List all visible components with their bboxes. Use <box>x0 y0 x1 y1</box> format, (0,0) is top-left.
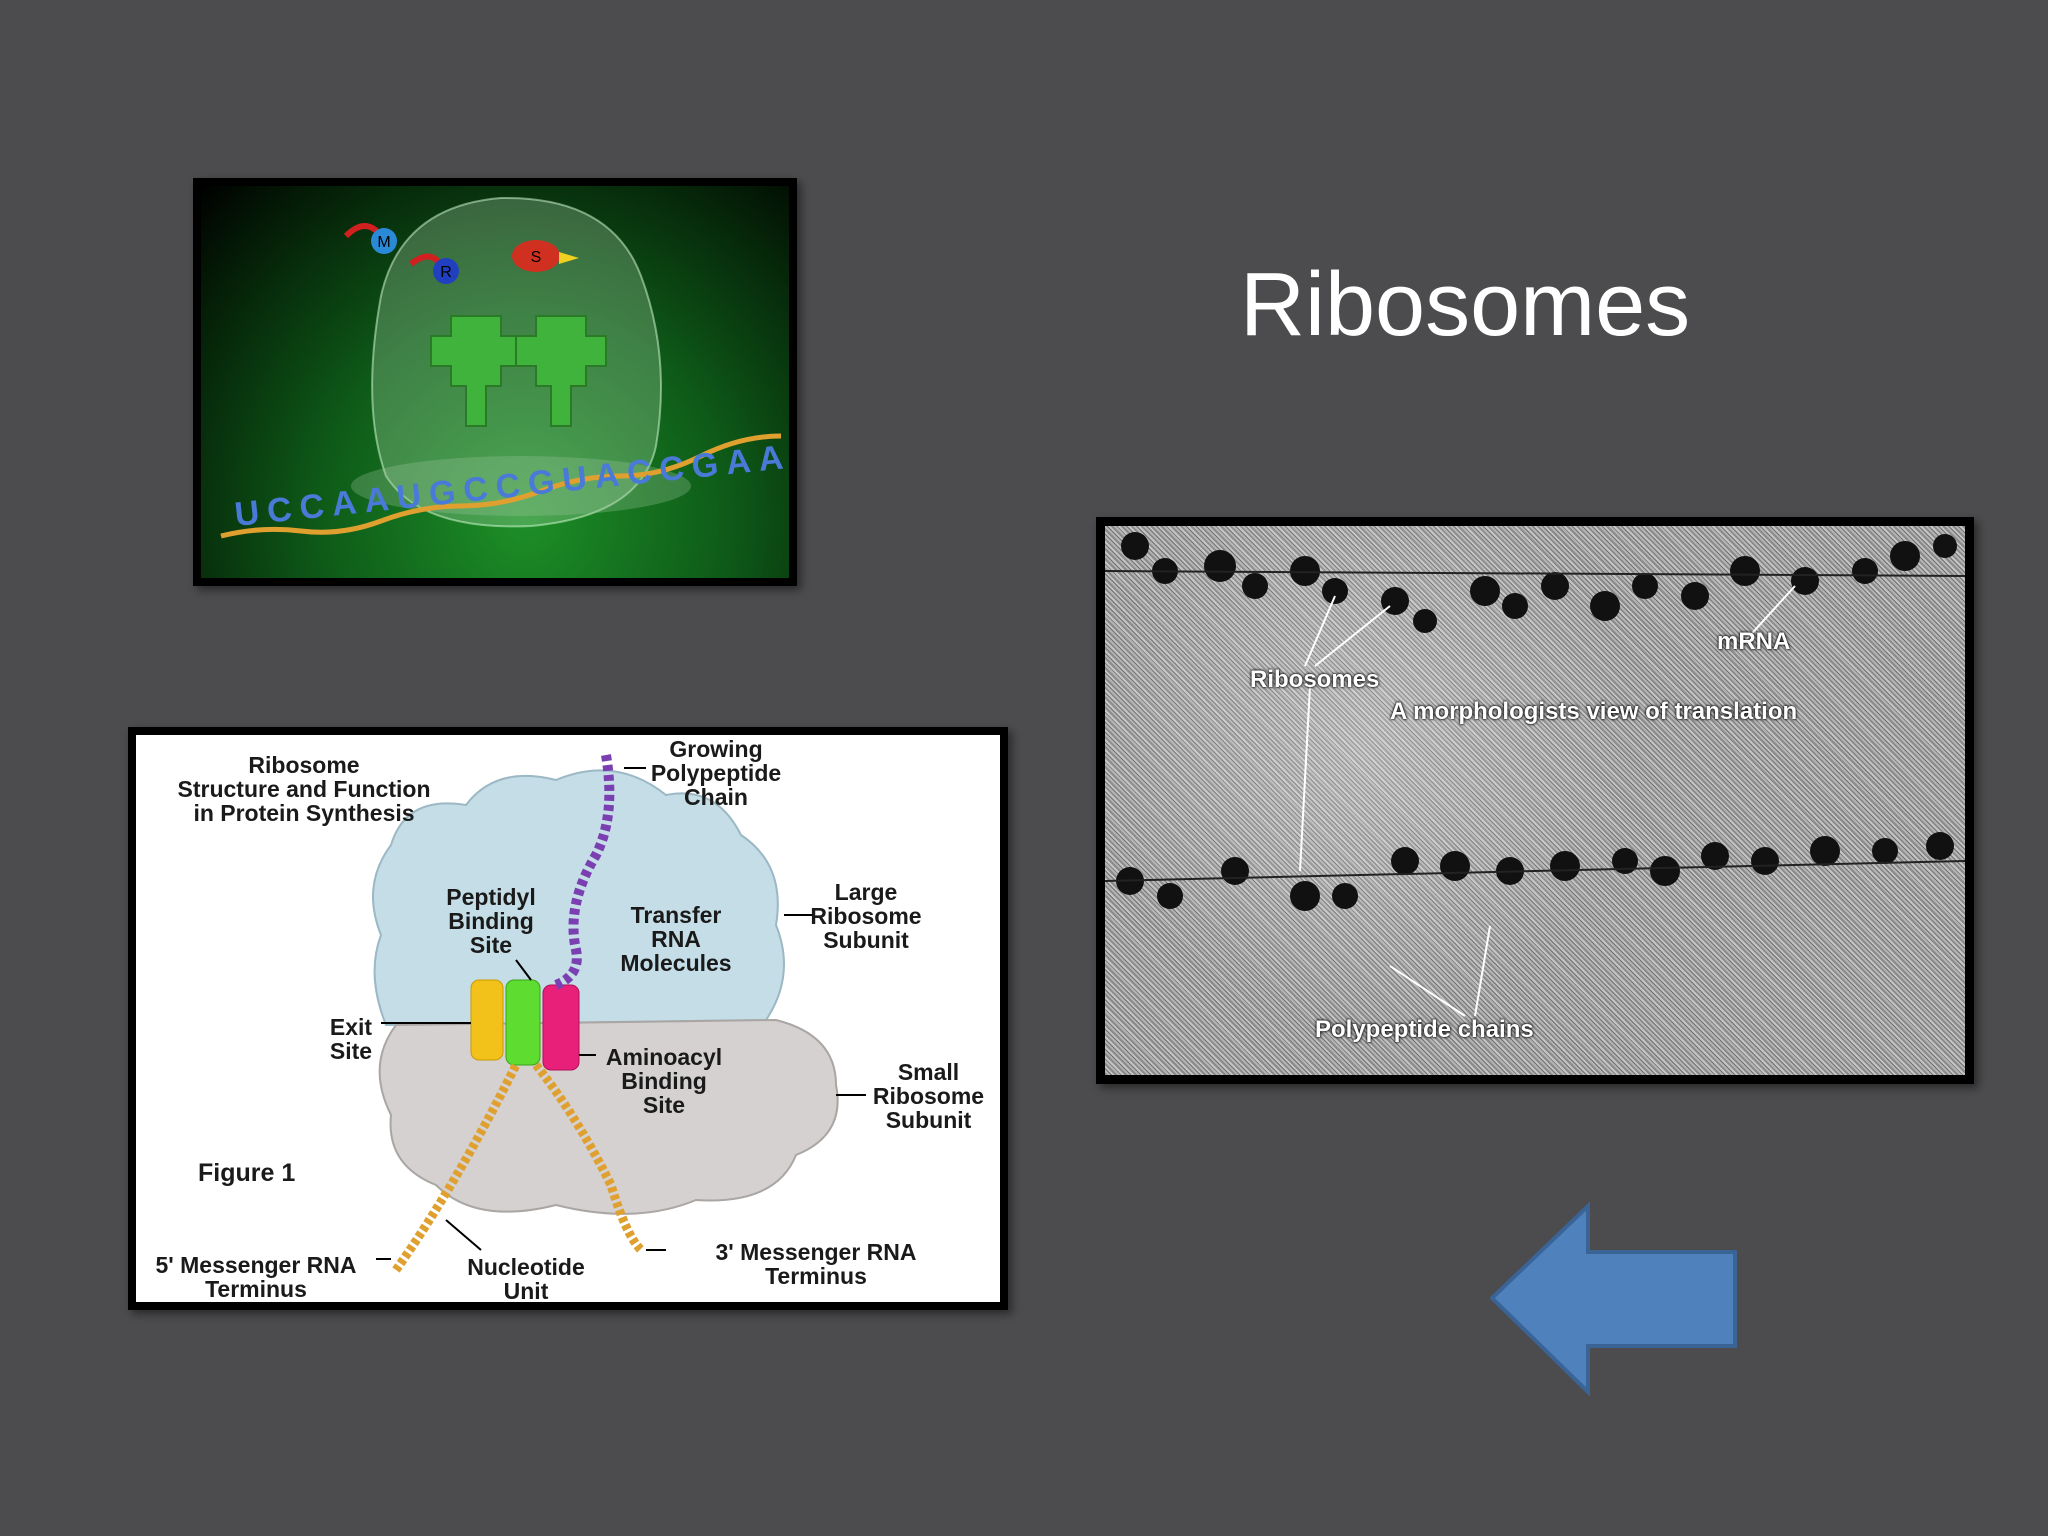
micrograph-caption: A morphologists view of translation <box>1390 698 1798 725</box>
trna-r-label: R <box>440 264 452 281</box>
ribosome-dots-top <box>1121 532 1957 633</box>
mrna-5-prime-strand <box>392 1062 521 1273</box>
polypeptide-label: Polypeptide chains <box>1315 1016 1534 1043</box>
trna-m-label: M <box>377 234 390 251</box>
trna-s-label: S <box>531 249 542 266</box>
exit-site-label: Exit Site <box>329 1014 373 1064</box>
five-prime-label: 5' Messenger RNA Terminus <box>155 1252 357 1302</box>
peptidyl-site-label: Peptidyl Binding Site <box>446 884 536 958</box>
ribosome-3d-illustration: M R S UCCAAUGCCGUACCGAA <box>220 196 789 539</box>
small-subunit-shape <box>378 1018 839 1215</box>
trna-marker-m: M <box>343 223 397 254</box>
nucleotide-unit-label: Nucleotide Unit <box>467 1254 585 1302</box>
mrna-line-top <box>1105 570 1965 577</box>
mrna-line-bottom <box>1105 860 1965 882</box>
large-subunit-label: Large Ribosome Subunit <box>810 879 922 953</box>
back-arrow-button[interactable] <box>1490 1200 1740 1400</box>
three-prime-label: 3' Messenger RNA Terminus <box>715 1239 917 1289</box>
leader-lines <box>376 767 866 1260</box>
slide-title: Ribosomes <box>1240 255 1691 355</box>
micrograph-illustration <box>1105 532 1965 1017</box>
figure-label: Figure 1 <box>198 1159 296 1187</box>
pointer-lines <box>1299 585 1796 1017</box>
peptidyl-site-trna <box>505 979 541 1066</box>
ribosome-diagram-illustration <box>372 754 866 1273</box>
mrna-strand <box>220 433 782 539</box>
diagram-title: Ribosome Structure and Function in Prote… <box>177 752 431 826</box>
aminoacyl-site-trna <box>542 984 580 1071</box>
large-subunit-shape <box>372 769 785 1027</box>
mrna-label: mRNA <box>1717 628 1791 655</box>
polypeptide-chain <box>553 754 615 990</box>
small-subunit-label: Small Ribosome Subunit <box>872 1059 985 1133</box>
ribosome-3d-image: M R S UCCAAUGCCGUACCGAA <box>193 178 797 586</box>
trna-shapes <box>430 315 607 427</box>
left-arrow-icon[interactable] <box>1490 1201 1737 1397</box>
transfer-rna-label: Transfer RNA Molecules <box>620 902 732 976</box>
mrna-3-prime-strand <box>532 1062 645 1254</box>
trna-marker-r: R <box>409 253 459 284</box>
ribosome-diagram-image: Ribosome Structure and Function in Prote… <box>128 727 1008 1310</box>
growing-chain-label: Growing Polypeptide Chain <box>650 736 782 810</box>
electron-micrograph-image: mRNA Ribosomes A morphologists view of t… <box>1096 517 1974 1084</box>
aminoacyl-site-label: Aminoacyl Binding Site <box>605 1044 723 1118</box>
trna-marker-s: S <box>512 240 579 272</box>
ribosomes-label: Ribosomes <box>1250 666 1380 693</box>
small-subunit-shape <box>351 456 691 516</box>
exit-site-trna <box>470 979 504 1061</box>
